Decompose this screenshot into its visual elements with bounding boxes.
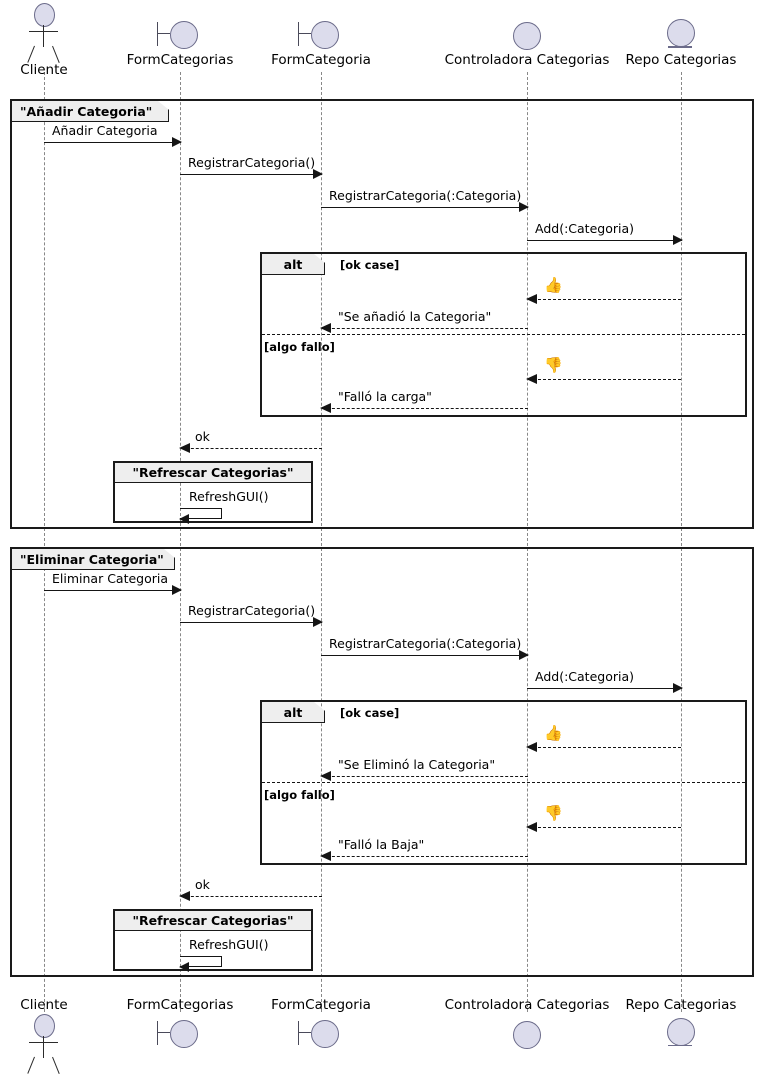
alt-fragment-2 [260,700,747,865]
alt-guard-fail-1: [algo fallo] [264,340,335,354]
boundary-icon [253,14,389,54]
message-label: Añadir Categoria [52,123,158,138]
participant-formcategoria-footer[interactable]: FormCategoria [253,997,389,1053]
control-icon [443,14,611,54]
group-fragment-eliminar [10,547,754,977]
boundary-icon [108,1013,252,1053]
thumbs-down-icon: 👎 [544,356,563,374]
participant-label: FormCategoria [271,997,371,1013]
participant-formcategoria-header[interactable]: FormCategoria [253,14,389,68]
self-message-loop-2 [180,956,222,967]
participant-label: FormCategoria [271,52,371,68]
alt-guard-fail-2: [algo fallo] [264,788,335,802]
inner-fragment-refrescar-2 [113,909,313,971]
message-label: "Se añadió la Categoria" [338,309,492,324]
alt-guard-ok-1: [ok case] [340,258,400,272]
message-label: RegistrarCategoria(:Categoria) [329,188,522,203]
self-message-label-1: RefreshGUI() [189,489,269,504]
participant-repo-footer[interactable]: Repo Categorias [617,997,745,1053]
thumbs-up-icon: 👍 [544,724,563,742]
participant-cliente-header[interactable]: Cliente [0,2,88,78]
alt-fragment-1 [260,252,747,417]
message-label: ok [195,429,210,444]
inner-fragment-refrescar-1 [113,461,313,523]
message-label: RegistrarCategoria(:Categoria) [329,636,522,651]
self-message-label-2: RefreshGUI() [189,937,269,952]
boundary-icon [108,14,252,54]
participant-formcategorias-footer[interactable]: FormCategorias [108,997,252,1053]
message-label: Add(:Categoria) [535,669,634,684]
inner-fragment-refrescar-1-label: "Refrescar Categorias" [115,463,311,483]
group-fragment-anadir-label: "Añadir Categoria" [12,101,169,122]
participant-label: Controladora Categorias [444,52,610,68]
group-fragment-anadir [10,99,754,529]
message-label: "Falló la Baja" [338,837,425,852]
message-label: Add(:Categoria) [535,221,634,236]
self-message-loop-1 [180,508,222,519]
participant-repo-header[interactable]: Repo Categorias [617,14,745,68]
participant-label: Repo Categorias [625,997,737,1013]
alt-guard-ok-2: [ok case] [340,706,400,720]
lifeline-formcategorias [180,72,181,1012]
thumbs-down-icon: 👎 [544,804,563,822]
actor-stick-figure-icon [0,1013,88,1075]
boundary-icon [253,1013,389,1053]
message-label: RegistrarCategoria() [188,155,316,170]
entity-icon [617,1013,745,1053]
message-label: "Se Eliminó la Categoria" [338,757,496,772]
control-icon [443,1013,611,1053]
lifeline-formcategoria [321,72,322,1012]
alt-fragment-2-label: alt [262,702,325,723]
participant-label: Cliente [20,62,68,78]
entity-icon [617,14,745,54]
thumbs-up-icon: 👍 [544,276,563,294]
group-fragment-eliminar-label: "Eliminar Categoria" [12,549,175,570]
message-label: ok [195,877,210,892]
lifeline-cliente [44,72,45,1012]
participant-formcategorias-header[interactable]: FormCategorias [108,14,252,68]
inner-fragment-refrescar-2-label: "Refrescar Categorias" [115,911,311,931]
message-label: "Falló la carga" [338,389,432,404]
participant-controladora-footer[interactable]: Controladora Categorias [443,997,611,1053]
alt-divider-1 [262,334,745,335]
participant-label: FormCategorias [126,52,234,68]
participant-label: Cliente [20,997,68,1013]
participant-label: Controladora Categorias [444,997,610,1013]
lifeline-controladora [527,72,528,1012]
participant-label: FormCategorias [126,997,234,1013]
participant-controladora-header[interactable]: Controladora Categorias [443,14,611,68]
lifeline-repo [681,72,682,1012]
participant-label: Repo Categorias [625,52,737,68]
actor-stick-figure-icon [0,2,88,64]
alt-divider-2 [262,782,745,783]
message-label: RegistrarCategoria() [188,603,316,618]
alt-fragment-1-label: alt [262,254,325,275]
participant-cliente-footer[interactable]: Cliente [0,997,88,1075]
message-label: Eliminar Categoria [52,571,169,586]
